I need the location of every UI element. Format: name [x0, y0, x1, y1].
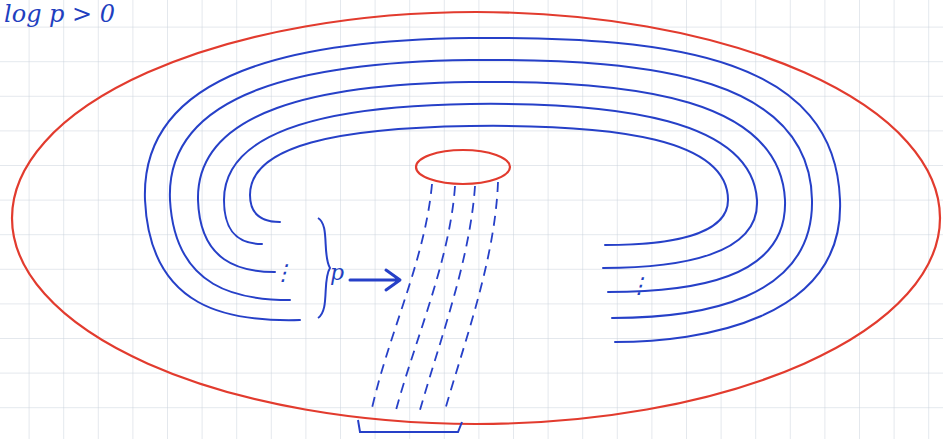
- dashed-line: [445, 182, 498, 410]
- band-curve: [170, 60, 812, 318]
- band-curve: [250, 126, 728, 245]
- dashed-lines: [372, 182, 498, 410]
- outer-boundary: [12, 12, 940, 424]
- ellipsis-dots: ⋮: [628, 275, 650, 297]
- band-curve: [145, 38, 840, 342]
- dashed-line: [420, 186, 475, 410]
- bottom-bracket: [358, 420, 462, 432]
- inner-boundary: [416, 150, 510, 184]
- band-width-label: p: [330, 262, 344, 284]
- band-curve: [224, 104, 757, 268]
- dashed-line: [372, 184, 432, 408]
- ellipsis-dots: ⋮: [272, 262, 294, 284]
- brace: [318, 218, 330, 318]
- arrow: [350, 270, 400, 290]
- band-curves: [145, 38, 840, 342]
- dashed-line: [396, 186, 455, 410]
- band-curve: [198, 82, 785, 292]
- formula-note: log p > 0: [4, 2, 115, 26]
